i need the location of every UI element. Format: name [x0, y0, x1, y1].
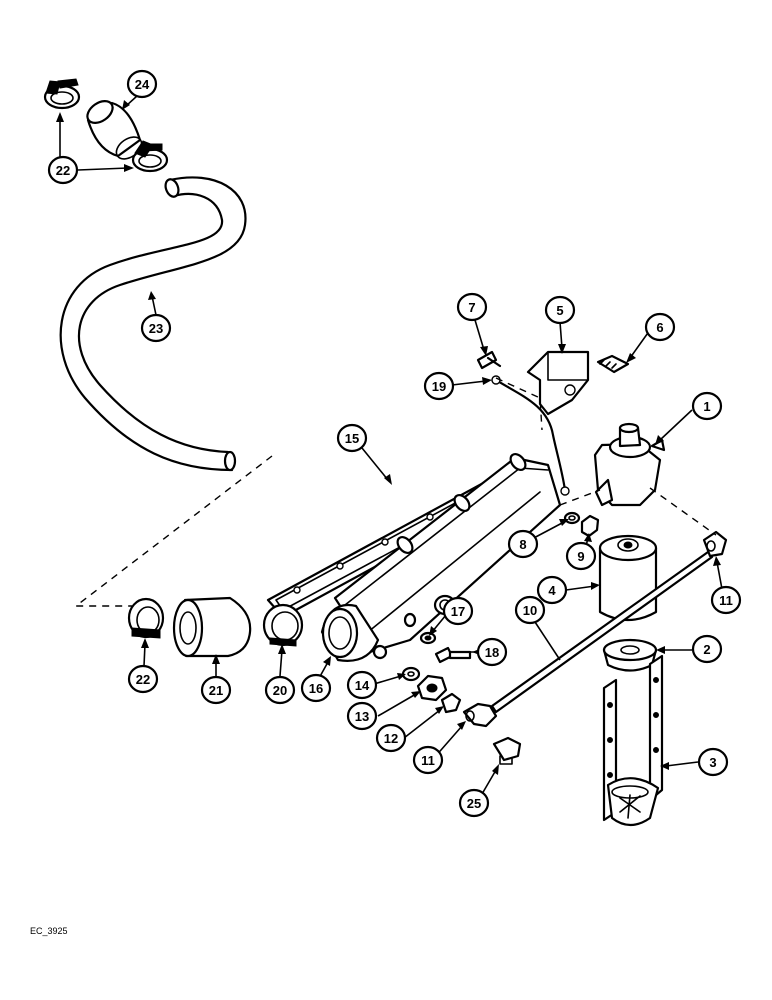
callout-11-right: 11: [710, 585, 742, 615]
callout-1: 1: [691, 391, 723, 421]
svg-text:8: 8: [519, 537, 526, 552]
svg-text:4: 4: [548, 583, 556, 598]
svg-text:14: 14: [355, 678, 370, 693]
svg-text:13: 13: [355, 709, 369, 724]
hose-clamp-top: [43, 78, 81, 110]
ground-strap: [491, 375, 570, 496]
svg-text:1: 1: [703, 399, 710, 414]
screw-top: [476, 350, 502, 370]
svg-text:18: 18: [485, 645, 499, 660]
filter-bracket: [602, 654, 664, 827]
callout-25: 25: [458, 788, 490, 818]
svg-text:22: 22: [136, 672, 150, 687]
elbow-fitting-left: [462, 702, 498, 728]
filter-seal: [602, 638, 658, 672]
callout-5: 5: [544, 295, 576, 325]
nut-large: [416, 674, 448, 702]
hose-clamp-bottom: [127, 597, 165, 639]
svg-text:11: 11: [421, 753, 435, 768]
hose-clamp-middle: [131, 140, 169, 173]
callout-22-bottom: 22: [127, 664, 159, 694]
svg-text:5: 5: [556, 303, 563, 318]
callout-9: 9: [565, 541, 597, 571]
svg-text:22: 22: [56, 163, 70, 178]
callout-10: 10: [514, 595, 546, 625]
svg-text:21: 21: [209, 683, 223, 698]
svg-text:7: 7: [468, 300, 475, 315]
svg-text:6: 6: [656, 320, 663, 335]
drain-plug: [492, 736, 522, 765]
callout-11-left: 11: [412, 745, 444, 775]
callout-6: 6: [644, 312, 676, 342]
callout-bubbles: 1 2 3 4 5 6 7 8 9 10 11 11 12 13 14 15 1…: [47, 69, 742, 818]
callout-21: 21: [200, 675, 232, 705]
callout-4: 4: [536, 575, 568, 605]
fuel-pipe: [490, 550, 714, 714]
reference-code: EC_3925: [30, 926, 68, 936]
mounting-bracket: [526, 350, 590, 416]
svg-text:17: 17: [451, 604, 465, 619]
small-fitting: [440, 692, 462, 714]
svg-text:16: 16: [309, 681, 323, 696]
callout-22-top: 22: [47, 155, 79, 185]
callout-15: 15: [336, 423, 368, 453]
callout-18: 18: [476, 637, 508, 667]
washer-small: [563, 511, 581, 525]
callout-19: 19: [423, 371, 455, 401]
bolt-18: [434, 646, 472, 664]
filter-element: [598, 534, 658, 622]
svg-text:23: 23: [149, 321, 163, 336]
callout-8: 8: [507, 529, 539, 559]
callout-12: 12: [375, 723, 407, 753]
leader-lines: [56, 95, 725, 795]
radiator-hose: [59, 176, 247, 472]
svg-text:12: 12: [384, 731, 398, 746]
callout-7: 7: [456, 292, 488, 322]
bolt-top: [596, 354, 630, 374]
svg-text:25: 25: [467, 796, 481, 811]
callout-23: 23: [140, 313, 172, 343]
hose-connector-21: [172, 596, 252, 658]
filter-head: [593, 422, 666, 507]
svg-text:3: 3: [709, 755, 716, 770]
callout-17: 17: [442, 596, 474, 626]
callout-2: 2: [691, 634, 723, 664]
nut-small: [580, 514, 600, 538]
assembly-lines: [73, 377, 717, 607]
svg-text:2: 2: [703, 642, 710, 657]
callout-13: 13: [346, 701, 378, 731]
manifold-housing: [320, 453, 562, 662]
callout-24: 24: [126, 69, 158, 99]
svg-text:10: 10: [523, 603, 537, 618]
callout-16: 16: [300, 673, 332, 703]
callout-20: 20: [264, 675, 296, 705]
washer-17: [419, 631, 437, 645]
svg-text:15: 15: [345, 431, 359, 446]
svg-text:9: 9: [577, 549, 584, 564]
svg-text:11: 11: [719, 593, 733, 608]
svg-text:19: 19: [432, 379, 446, 394]
callout-3: 3: [697, 747, 729, 777]
svg-text:20: 20: [273, 683, 287, 698]
svg-text:24: 24: [135, 77, 150, 92]
hose-clamp-20: [262, 603, 304, 647]
callout-14: 14: [346, 670, 378, 700]
